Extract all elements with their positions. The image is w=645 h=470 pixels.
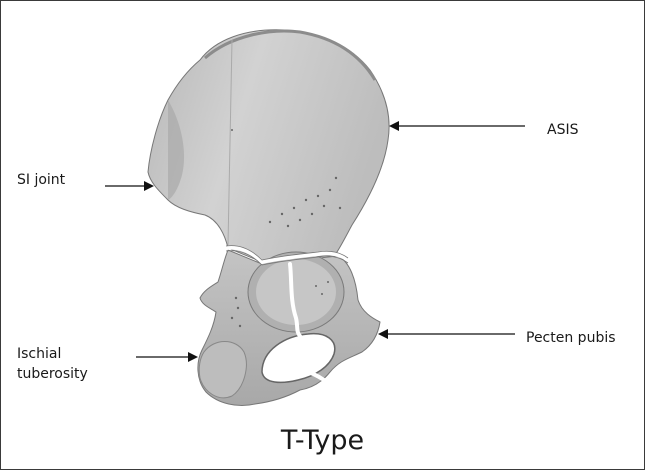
iliac-wing	[148, 30, 389, 262]
label-ischial-tuberosity: Ischial tuberosity	[17, 344, 127, 384]
label-si-joint: SI joint	[17, 170, 65, 190]
ischial-tuberosity-shape	[199, 342, 246, 398]
si-joint-arrow	[105, 181, 154, 191]
figure-title: T-Type	[0, 425, 645, 456]
ischial-tuberosity-arrow	[136, 352, 198, 362]
asis-arrow	[389, 121, 525, 131]
label-pecten-pubis: Pecten pubis	[526, 328, 616, 348]
label-asis: ASIS	[547, 120, 578, 140]
pecten-pubis-arrow	[378, 329, 515, 339]
